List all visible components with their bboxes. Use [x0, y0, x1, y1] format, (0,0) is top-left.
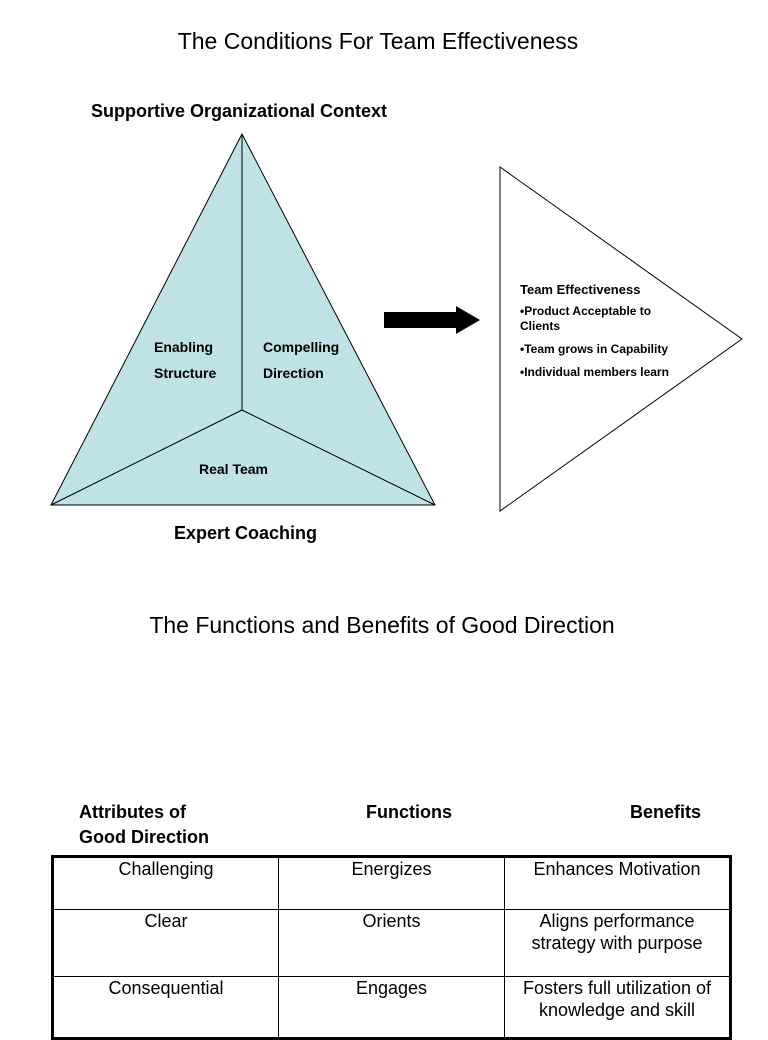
- bottom-label: Expert Coaching: [174, 523, 318, 543]
- header-benefits: Benefits: [630, 802, 702, 822]
- diagram-title: The Conditions For Team Effectiveness: [177, 28, 579, 54]
- effectiveness-item: •Individual members learn: [520, 365, 669, 379]
- effectiveness-title: Team Effectiveness: [520, 282, 641, 297]
- top-label: Supportive Organizational Context: [91, 101, 388, 121]
- table-cell: Enhances Motivation: [504, 856, 731, 910]
- effectiveness-triangle: [499, 166, 743, 512]
- enabling-structure-label: Enabling Structure: [154, 334, 216, 386]
- real-team-label: Real Team: [199, 461, 268, 477]
- divider-left: [50, 409, 243, 506]
- left-section-line-2: Structure: [154, 365, 217, 381]
- table-cell: Orients: [278, 909, 505, 977]
- header-functions: Functions: [366, 802, 452, 822]
- right-section-line-2: Direction: [263, 365, 324, 381]
- table-row: Clear Orients Aligns performance strateg…: [52, 909, 731, 977]
- effectiveness-item: •Product Acceptable to Clients: [520, 304, 652, 333]
- divider-right: [241, 409, 436, 506]
- effectiveness-box: Team Effectiveness •Product Acceptable t…: [520, 282, 670, 380]
- header-attributes: Attributes of Good Direction: [79, 802, 209, 847]
- table-cell: Challenging: [52, 856, 279, 910]
- arrow-shape: [384, 306, 480, 334]
- conditions-triangle: [50, 132, 436, 506]
- table-row: Challenging Energizes Enhances Motivatio…: [52, 856, 731, 910]
- right-section-line-1: Compelling: [263, 339, 340, 355]
- compelling-direction-label: Compelling Direction: [263, 334, 339, 386]
- table-row: Consequential Engages Fosters full utili…: [52, 976, 731, 1039]
- table-cell: Aligns performance strategy with purpose: [504, 909, 731, 977]
- section-title: The Functions and Benefits of Good Direc…: [149, 612, 615, 638]
- table-cell: Energizes: [278, 856, 505, 910]
- table-cell: Fosters full utilization of knowledge an…: [504, 976, 731, 1039]
- conditions-diagram: [50, 132, 743, 512]
- table-cell: Clear: [52, 909, 279, 977]
- left-section-line-1: Enabling: [154, 339, 214, 355]
- table-cell: Consequential: [52, 976, 279, 1039]
- table-cell: Engages: [278, 976, 505, 1039]
- direction-table: Challenging Energizes Enhances Motivatio…: [51, 855, 732, 1040]
- effectiveness-item: •Team grows in Capability: [520, 342, 669, 356]
